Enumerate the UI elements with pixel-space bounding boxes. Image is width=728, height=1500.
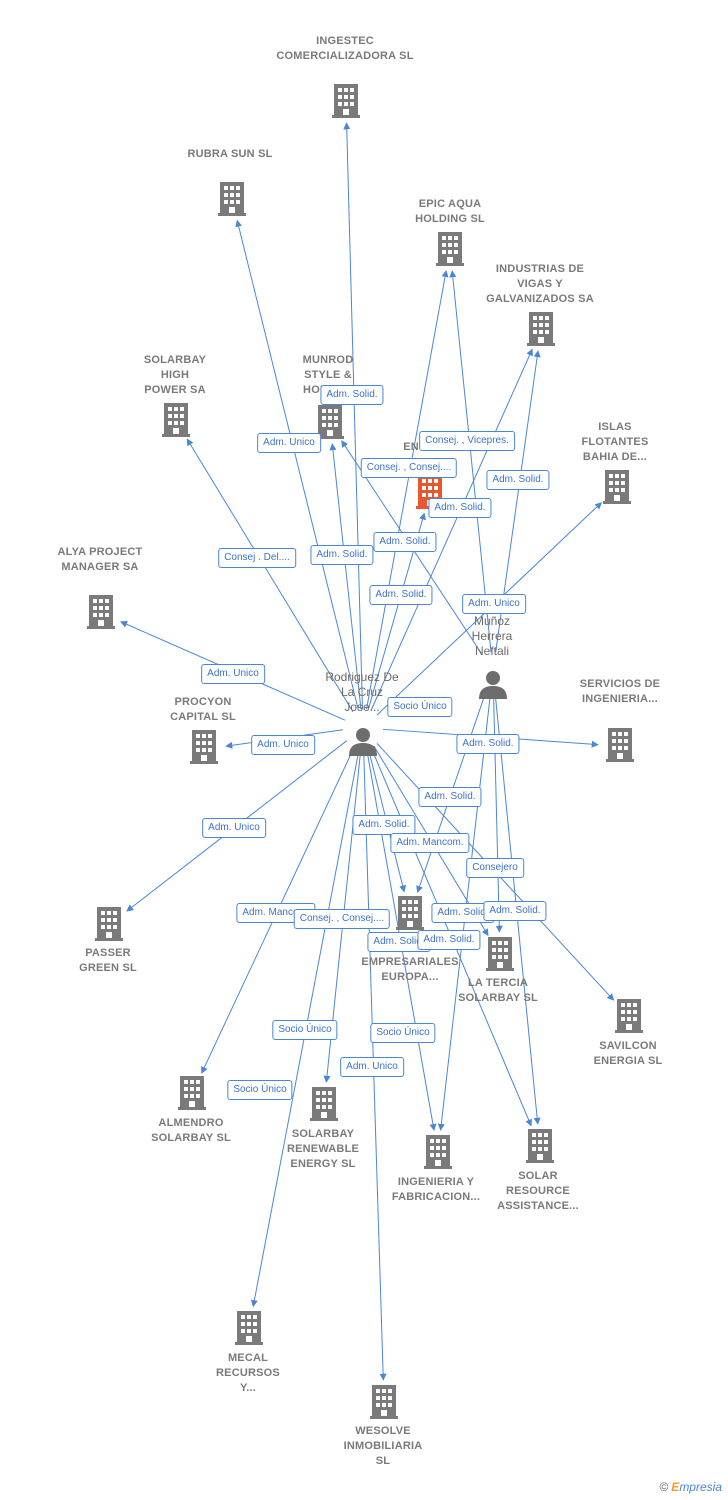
edge-label: Socio Único <box>387 697 453 717</box>
company-label-passer[interactable]: PASSER GREEN SL <box>79 947 137 974</box>
company-label-solar-resource[interactable]: SOLAR RESOURCE ASSISTANCE... <box>497 1170 579 1212</box>
company-label-ingestec[interactable]: INGESTEC COMERCIALIZADORA SL <box>276 35 414 62</box>
edge-label: Adm. Unico <box>201 664 265 684</box>
edge-label: Adm. Mancom. <box>390 833 470 853</box>
building-icon[interactable] <box>486 937 514 971</box>
edge-label: Adm. Unico <box>340 1057 404 1077</box>
edge-label: Socio Único <box>227 1080 293 1100</box>
building-icon[interactable] <box>370 1385 398 1419</box>
relation-edge <box>493 691 503 933</box>
company-label-tercia[interactable]: LA TERCIA SOLARBAY SL <box>458 977 538 1004</box>
edge-label: Consej. , Consej.... <box>360 458 458 478</box>
company-label-industrias[interactable]: INDUSTRIAS DE VIGAS Y GALVANIZADOS SA <box>486 263 594 305</box>
relation-edge <box>370 348 533 711</box>
edge-label: Adm. Solid. <box>369 585 433 605</box>
edge-label: Adm. Solid. <box>483 901 547 921</box>
edge-label: Adm. Solid. <box>352 815 416 835</box>
copyright-symbol: © <box>659 1480 669 1494</box>
relation-edge <box>365 269 449 710</box>
relation-edge <box>449 270 492 653</box>
brand-name: mpresia <box>679 1480 722 1494</box>
company-label-savilcon[interactable]: SAVILCON ENERGIA SL <box>593 1040 663 1067</box>
edge-label: Adm. Solid. <box>486 470 550 490</box>
edge-label: Adm. Unico <box>462 594 526 614</box>
relation-edge <box>343 122 363 710</box>
person-label-neftali[interactable]: Muñoz Herrera Neftali <box>471 614 513 658</box>
brand-initial: E <box>671 1480 680 1494</box>
person-label-jose[interactable]: Rodriguez De La Cruz Jose... <box>325 670 399 714</box>
company-label-solarbay-renew[interactable]: SOLARBAY RENEWABLE ENERGY SL <box>286 1128 360 1170</box>
edge-label: Adm. Solid. <box>431 903 495 923</box>
empresia-watermark[interactable]: ©Empresia <box>659 1480 722 1494</box>
edge-label: Adm. Unico <box>251 735 315 755</box>
building-icon[interactable] <box>87 595 115 629</box>
edge-label: Adm. Unico <box>202 818 266 838</box>
edge-label: Adm. Solid. <box>428 498 492 518</box>
building-icon[interactable] <box>424 1135 452 1169</box>
building-icon[interactable] <box>235 1311 263 1345</box>
edge-label: Consej . Del.... <box>218 548 296 568</box>
company-label-servicios[interactable]: SERVICIOS DE INGENIERIA... <box>579 678 661 705</box>
edge-label: Consej. , Vicepres. <box>419 431 515 451</box>
company-label-almendro[interactable]: ALMENDRO SOLARBAY SL <box>151 1117 231 1144</box>
edge-label: Adm. Solid. <box>418 787 482 807</box>
building-icon[interactable] <box>603 470 631 504</box>
building-icon[interactable] <box>396 896 424 930</box>
edge-label: Adm. Solid. <box>373 532 437 552</box>
building-icon[interactable] <box>190 730 218 764</box>
company-label-ingenieria[interactable]: INGENIERIA Y FABRICACION... <box>391 1176 481 1203</box>
edge-label: Consej. , Consej.... <box>293 909 391 929</box>
building-icon[interactable] <box>162 403 190 437</box>
edge-label: Socio Único <box>272 1020 338 1040</box>
company-label-islas[interactable]: ISLAS FLOTANTES BAHIA DE... <box>581 421 649 463</box>
company-label-procyon[interactable]: PROCYON CAPITAL SL <box>170 696 236 723</box>
company-label-wesolve[interactable]: WESOLVE INMOBILIARIA SL <box>343 1425 423 1467</box>
company-label-solarbay-high[interactable]: SOLARBAY HIGH POWER SA <box>143 354 207 396</box>
relation-edge <box>186 438 354 712</box>
building-icon[interactable] <box>178 1076 206 1110</box>
edge-label: Consejero <box>466 858 524 878</box>
edge-label: Socio Único <box>370 1023 436 1043</box>
building-icon[interactable] <box>526 1129 554 1163</box>
building-icon[interactable] <box>332 84 360 118</box>
building-icon[interactable] <box>310 1087 338 1121</box>
relation-edge <box>329 443 362 710</box>
building-icon[interactable] <box>436 232 464 266</box>
building-icon[interactable] <box>218 182 246 216</box>
building-icon[interactable] <box>527 312 555 346</box>
person-icon[interactable] <box>479 671 507 699</box>
edge-label: Adm. Solid. <box>320 385 384 405</box>
building-icon[interactable] <box>95 907 123 941</box>
edge-label: Adm. Solid. <box>456 734 520 754</box>
edge-label: Adm. Solid. <box>310 545 374 565</box>
person-icon[interactable] <box>349 728 377 756</box>
edge-label: Adm. Unico <box>257 433 321 453</box>
company-label-rubra[interactable]: RUBRA SUN SL <box>187 148 273 160</box>
company-label-alya[interactable]: ALYA PROJECT MANAGER SA <box>57 546 143 573</box>
building-icon[interactable] <box>615 999 643 1033</box>
building-icon[interactable] <box>606 728 634 762</box>
company-label-mecal[interactable]: MECAL RECURSOS Y... <box>216 1352 280 1394</box>
relation-edge <box>235 219 359 710</box>
edge-label: Adm. Solid. <box>417 930 481 950</box>
company-label-epic[interactable]: EPIC AQUA HOLDING SL <box>415 198 485 225</box>
